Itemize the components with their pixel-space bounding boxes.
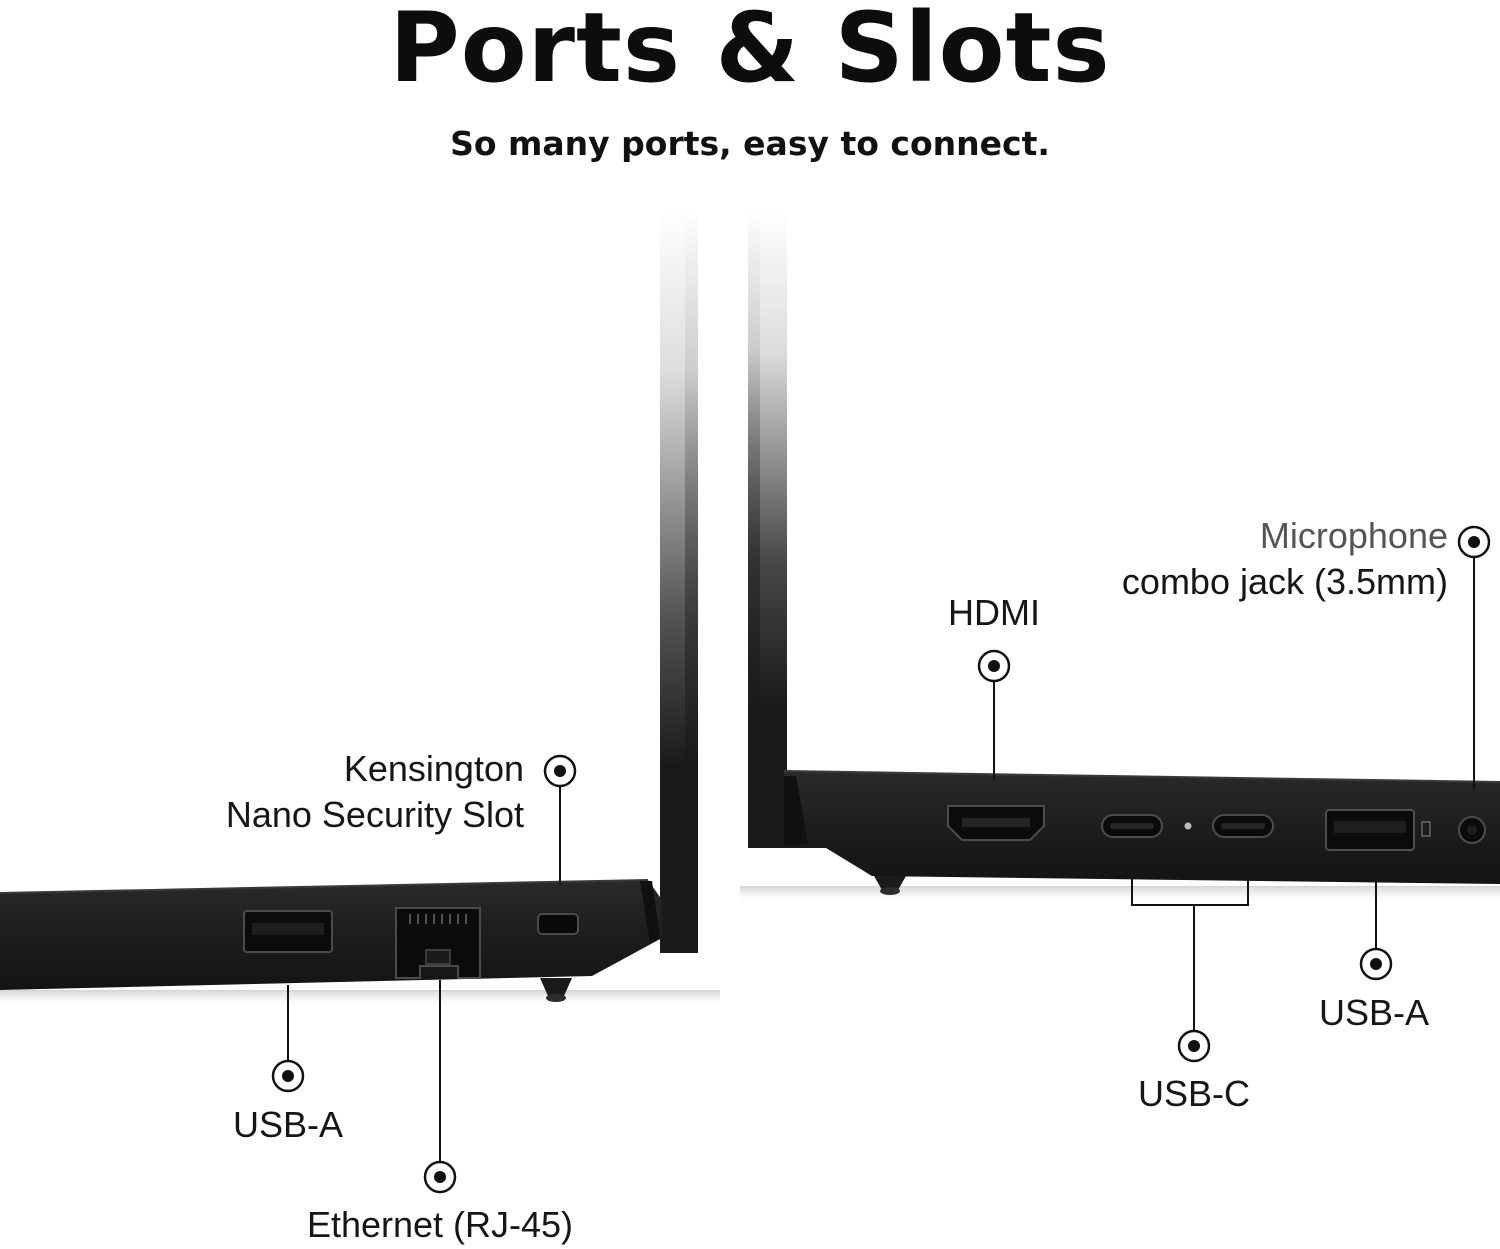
usb-c-label: USB-C xyxy=(1137,1073,1250,1114)
left-laptop xyxy=(0,210,720,1008)
microphone-callout xyxy=(1457,525,1491,790)
microphone-label-line1: Microphone xyxy=(1259,515,1448,556)
page-title: Ports & Slots xyxy=(389,0,1111,104)
kensington-slot xyxy=(537,913,579,935)
ethernet-port xyxy=(395,907,481,979)
left-laptop-foot xyxy=(540,978,572,996)
ethernet-label: Ethernet (RJ-45) xyxy=(306,1204,574,1245)
right-laptop-foot xyxy=(874,876,906,890)
hdmi-callout xyxy=(977,649,1011,780)
right-usb-a-callout xyxy=(1359,882,1393,981)
microphone-label: Microphone combo jack (3.5mm) xyxy=(1080,513,1448,605)
ethernet-callout xyxy=(423,980,457,1194)
right-usb-a-port xyxy=(1325,809,1415,851)
kensington-callout xyxy=(543,754,577,884)
hdmi-label: HDMI xyxy=(948,592,1040,633)
page-subtitle: So many ports, easy to connect. xyxy=(450,124,1050,163)
battery-charge-icon xyxy=(1421,821,1431,837)
callouts xyxy=(271,525,1491,1194)
usb-c-callout xyxy=(1131,878,1249,1063)
right-usb-a-label: USB-A xyxy=(1318,992,1430,1033)
left-usb-a-port xyxy=(243,910,333,953)
microphone-label-line2: combo jack (3.5mm) xyxy=(1121,561,1448,602)
left-usb-a-callout xyxy=(271,985,305,1093)
kensington-label-line2: Nano Security Slot xyxy=(225,794,524,835)
right-laptop xyxy=(740,210,1500,904)
kensington-label-line1: Kensington xyxy=(343,748,524,789)
kensington-label: Kensington Nano Security Slot xyxy=(180,746,524,838)
left-usb-a-label: USB-A xyxy=(232,1104,344,1145)
status-led xyxy=(1184,822,1192,830)
